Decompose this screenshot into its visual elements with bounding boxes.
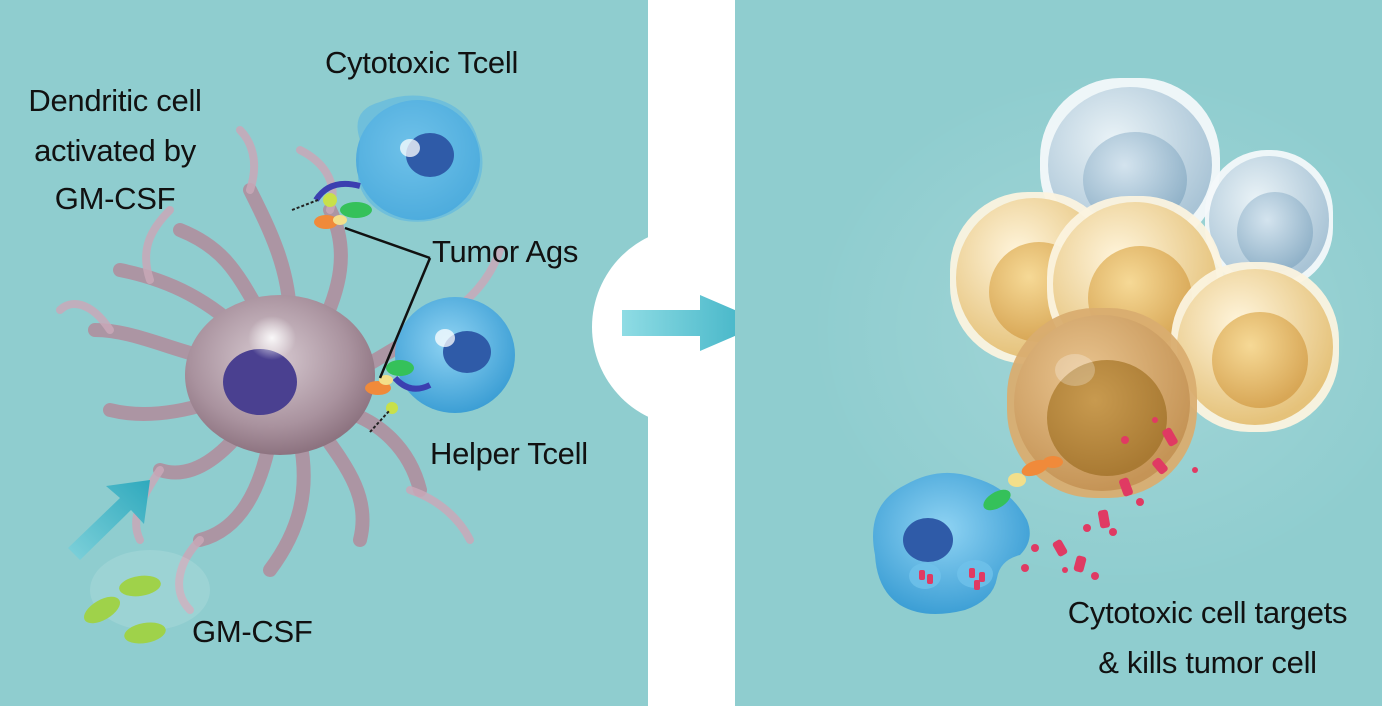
receptor-complex-top (291, 180, 372, 229)
immune-synapse-receptor (983, 456, 1063, 511)
gm-csf-particles (83, 550, 210, 644)
tumor-ags-pointer-lines (344, 226, 432, 379)
left-panel: Cytotoxic Tcell Dendritic cell activated… (0, 0, 648, 706)
tumor-ags-label: Tumor Ags (432, 234, 579, 269)
dendritic-cell (56, 126, 504, 614)
dendritic-cell-label-line2: activated by (34, 133, 196, 168)
granzyme-particles (1021, 417, 1198, 580)
cytotoxic-tcell-label: Cytotoxic Tcell (325, 45, 519, 80)
dendritic-cell-label-line1: Dendritic cell (28, 83, 202, 118)
helper-tcell (395, 297, 515, 413)
gm-csf-label: GM-CSF (192, 614, 313, 649)
dendritic-cell-label-line3: GM-CSF (54, 181, 176, 216)
result-label-line1: Cytotoxic cell targets (1067, 595, 1348, 630)
cytotoxic-tcell (356, 95, 483, 222)
left-illustration (56, 95, 515, 644)
result-label-line2: & kills tumor cell (1098, 645, 1317, 680)
receptor-complex-bottom (365, 360, 432, 433)
helper-tcell-label: Helper Tcell (430, 436, 588, 471)
right-panel: Cytotoxic cell targets & kills tumor cel… (735, 0, 1382, 706)
tumor-cell-cluster (950, 78, 1339, 498)
right-illustration (810, 70, 1382, 614)
arrow-icon (68, 480, 150, 560)
